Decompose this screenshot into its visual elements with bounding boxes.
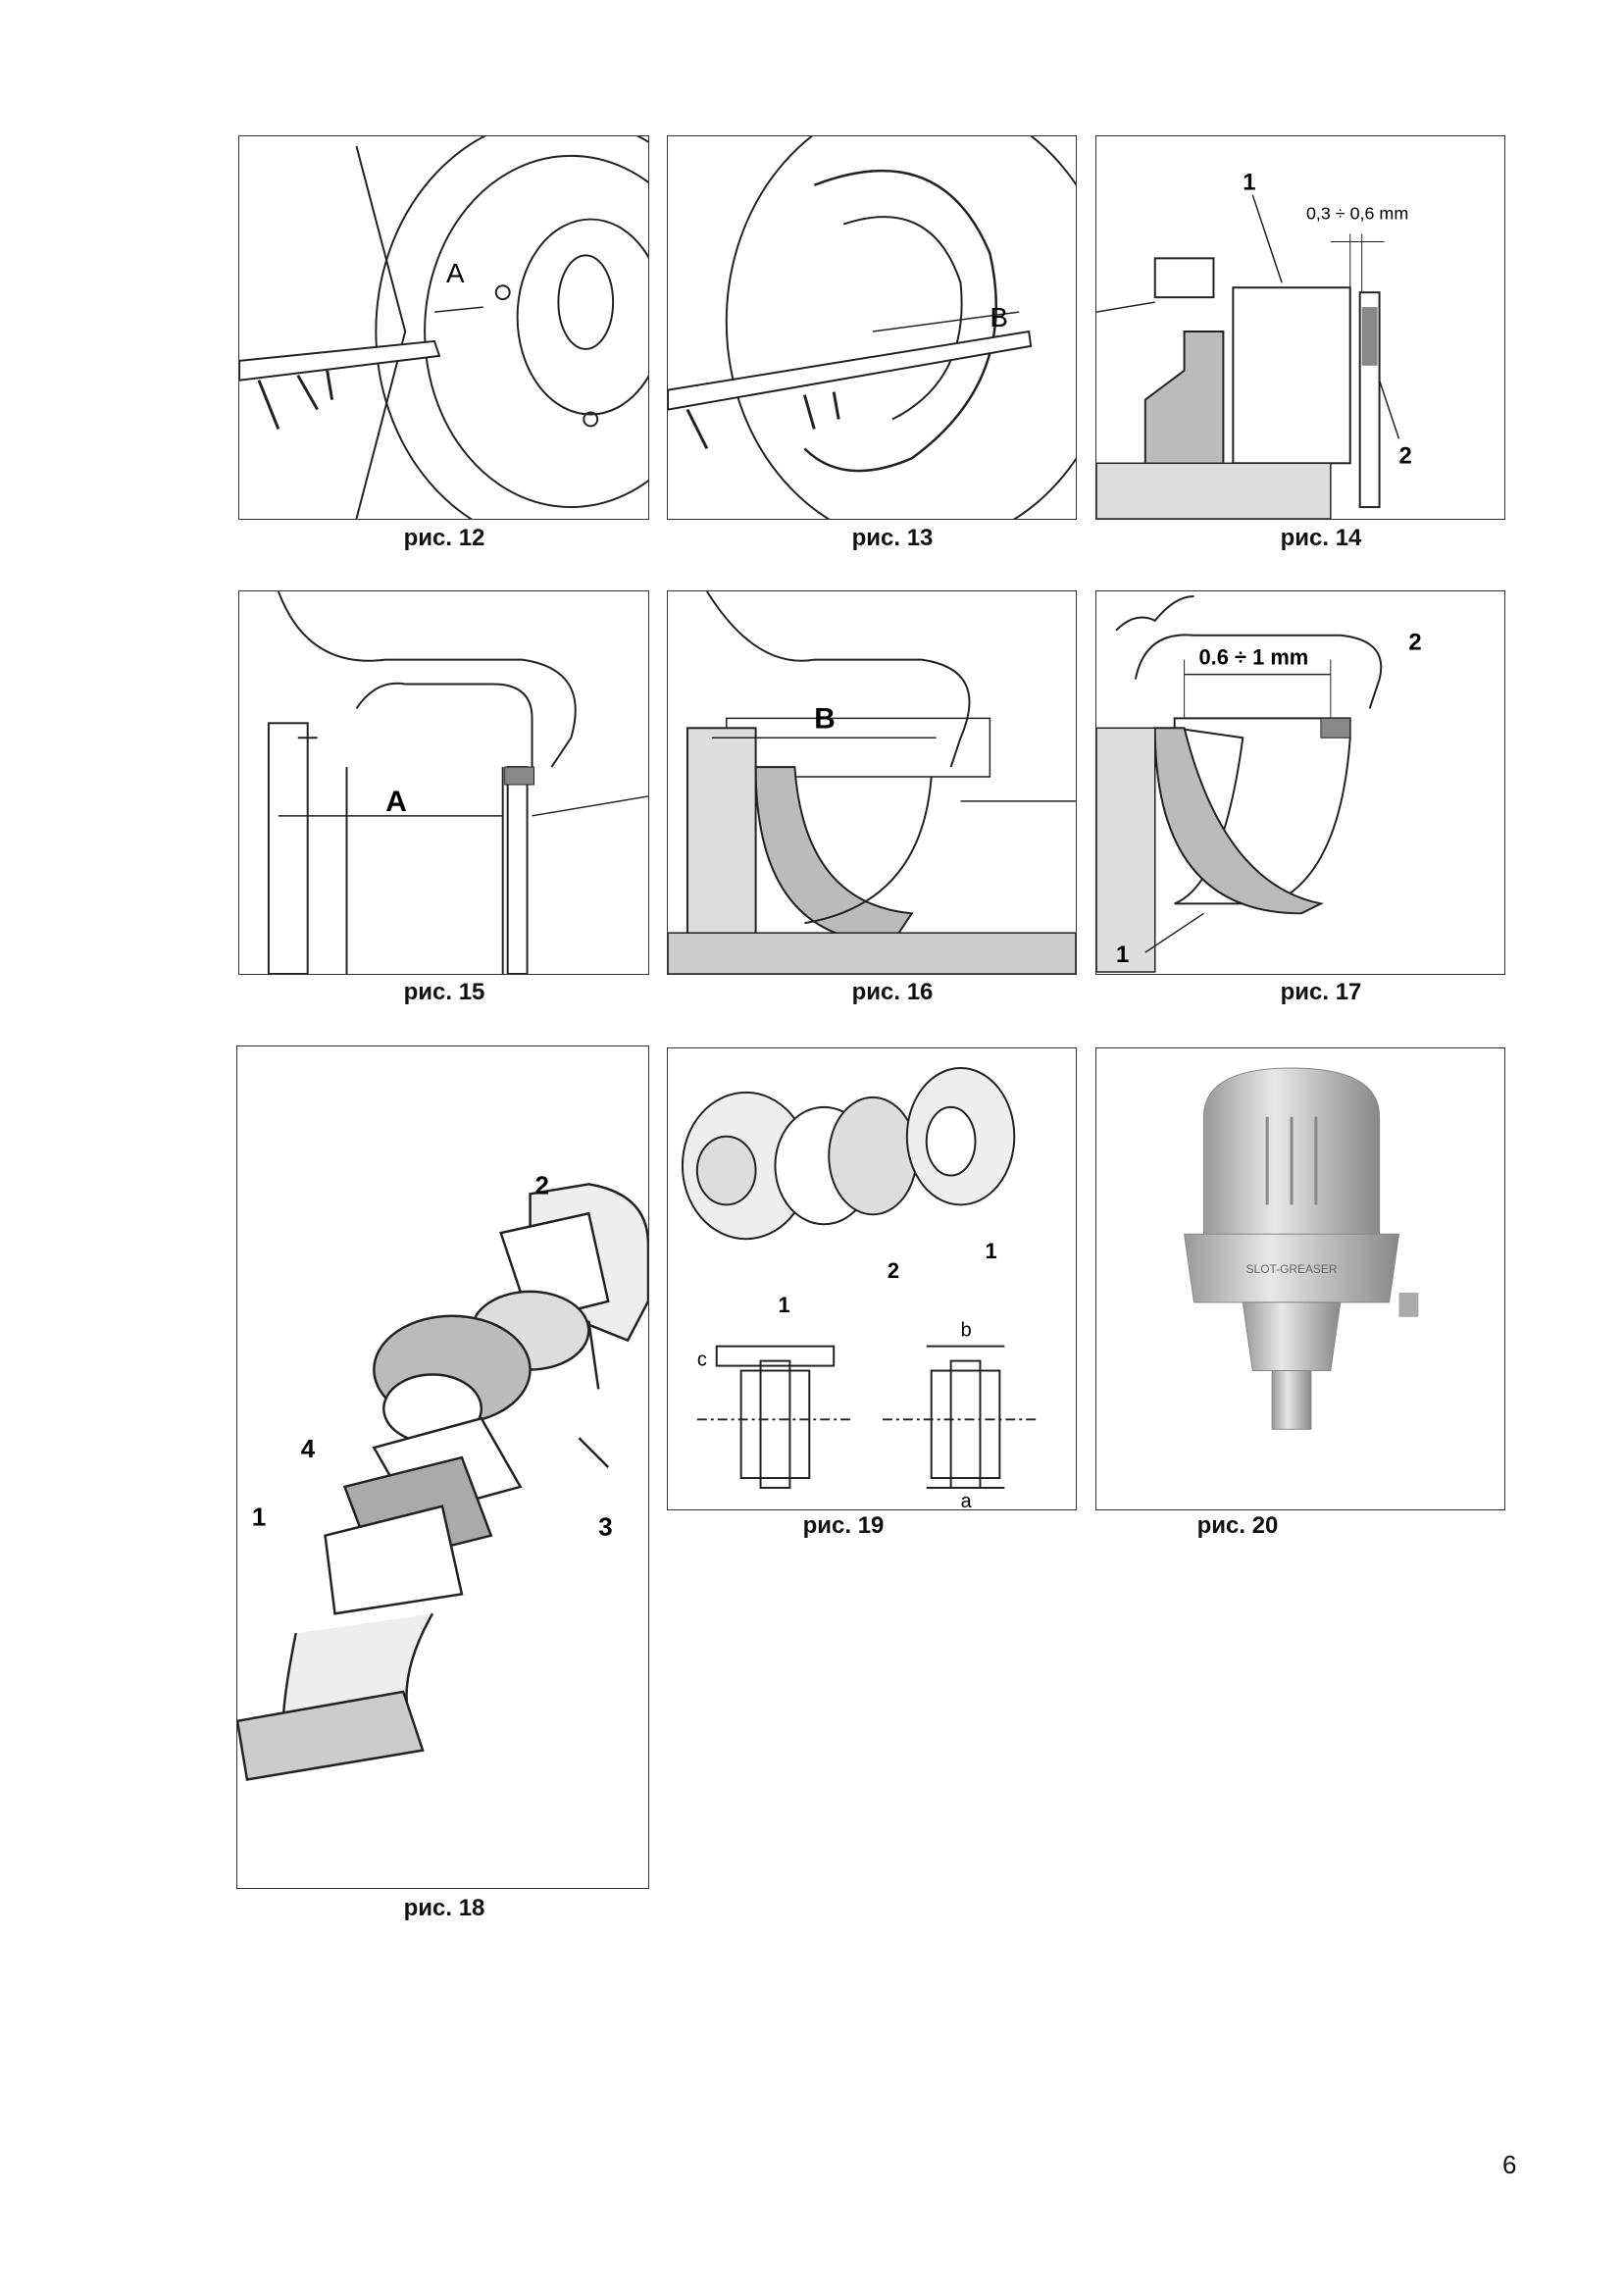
figure-14: 1 0,3 ÷ 0,6 mm 2 <box>1095 135 1505 520</box>
figure-13: B <box>667 135 1077 520</box>
fig20-product-label: SLOT-GREASER <box>1246 1262 1338 1276</box>
figure-15-drawing: A <box>267 591 648 974</box>
fig18-label-4: 4 <box>301 1436 316 1463</box>
fig15-label-a: A <box>385 786 407 818</box>
figure-14-drawing: 1 0,3 ÷ 0,6 mm 2 <box>1096 170 1412 519</box>
figure-14-caption: рис. 14 <box>1280 525 1362 551</box>
fig17-label-2: 2 <box>1408 630 1421 656</box>
figure-17-caption: рис. 17 <box>1280 979 1362 1005</box>
figure-15: A <box>238 590 649 975</box>
figure-12-drawing: A <box>239 136 648 519</box>
fig17-label-1: 1 <box>1116 942 1129 968</box>
fig19-label-1-left: 1 <box>778 1293 789 1317</box>
figure-18-caption: рис. 18 <box>403 1895 485 1921</box>
page-number: 6 <box>1502 2150 1517 2179</box>
figure-18-drawing: 2 4 1 3 <box>237 1172 648 1781</box>
figure-19: 1 2 1 c b a <box>667 1047 1077 1510</box>
fig19-label-c: c <box>697 1350 707 1371</box>
fig18-label-3: 3 <box>598 1514 612 1542</box>
fig13-label-b: B <box>990 302 1008 332</box>
figure-15-caption: рис. 15 <box>403 979 485 1005</box>
fig16-label-b: B <box>814 702 836 735</box>
fig14-label-gap: 0,3 ÷ 0,6 mm <box>1306 204 1408 224</box>
figure-20: SLOT-GREASER <box>1095 1047 1505 1510</box>
fig19-label-2: 2 <box>888 1258 899 1283</box>
figure-20-caption: рис. 20 <box>1196 1512 1279 1539</box>
fig12-label-a: A <box>446 258 465 288</box>
fig18-label-1: 1 <box>252 1504 266 1532</box>
fig17-label-gap: 0.6 ÷ 1 mm <box>1199 645 1309 670</box>
fig19-label-b: b <box>961 1320 972 1342</box>
figure-12: A <box>238 135 649 520</box>
fig14-label-2: 2 <box>1398 442 1411 469</box>
fig19-label-a: a <box>961 1491 973 1509</box>
figure-17: 0.6 ÷ 1 mm 2 1 <box>1095 590 1505 975</box>
figure-16: B <box>667 590 1077 975</box>
figure-16-caption: рис. 16 <box>851 979 934 1005</box>
fig19-label-1-right: 1 <box>985 1239 996 1263</box>
figure-20-drawing: SLOT-GREASER <box>1183 1067 1419 1430</box>
figure-17-drawing: 0.6 ÷ 1 mm 2 1 <box>1096 594 1422 973</box>
figure-19-caption: рис. 19 <box>802 1512 885 1539</box>
fig14-label-1: 1 <box>1243 170 1255 196</box>
figure-18: 2 4 1 3 <box>236 1045 649 1889</box>
fig18-label-2: 2 <box>535 1172 549 1199</box>
figure-19-drawing: 1 2 1 c b a <box>681 1067 1040 1509</box>
figure-16-drawing: B <box>668 591 1076 974</box>
figure-13-caption: рис. 13 <box>851 525 934 551</box>
figure-12-caption: рис. 12 <box>403 525 485 551</box>
figure-13-drawing: B <box>668 136 1076 519</box>
